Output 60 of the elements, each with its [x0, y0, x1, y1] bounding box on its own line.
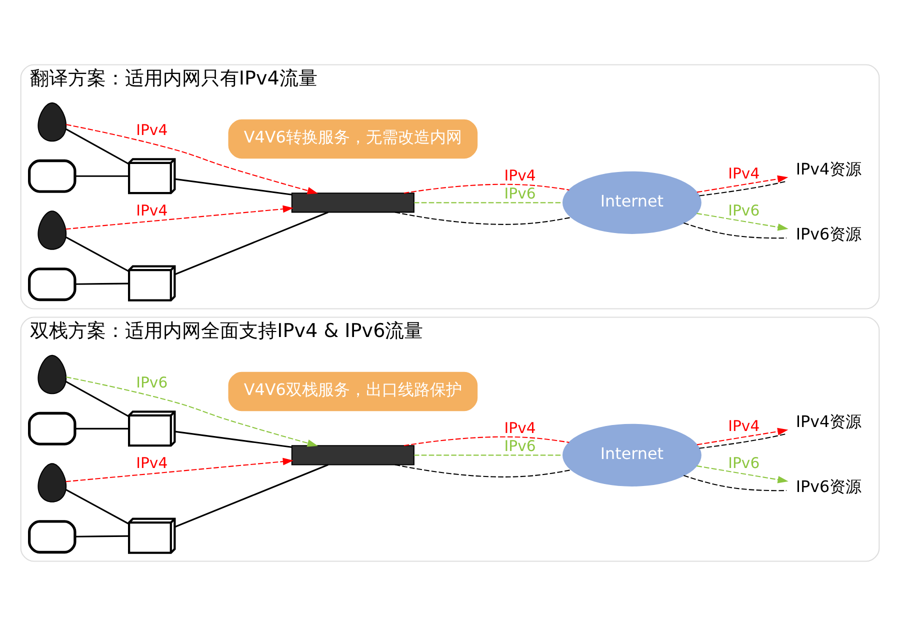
edge-label: IPv4: [728, 416, 760, 434]
edge-label: IPv4: [504, 166, 536, 184]
node-laptop: [28, 520, 76, 554]
edge-label: IPv6: [728, 201, 760, 220]
connector: [699, 432, 787, 448]
arrow: [66, 204, 294, 230]
node-ellipse: Internet: [562, 423, 702, 486]
edge-label: IPv6: [504, 436, 536, 455]
edge-label: IPv4: [504, 418, 536, 437]
arrow: [66, 376, 318, 446]
node-ellipse: Internet: [562, 170, 702, 234]
connector: [75, 534, 129, 537]
node-person: [38, 354, 67, 394]
node-text: IPv6资源: [796, 224, 862, 243]
node-text: IPv4资源: [796, 412, 862, 431]
connector: [414, 202, 563, 203]
arrow: [696, 427, 788, 445]
arrow: [696, 174, 788, 192]
node-person: [38, 102, 67, 142]
connector: [404, 183, 570, 194]
node-person: [38, 462, 67, 502]
node-box: V4V6转换服务，无需改造内网: [228, 118, 478, 158]
connector: [66, 236, 130, 272]
edge-label: IPv6: [136, 372, 168, 391]
connector: [75, 427, 129, 429]
edge-label: IPv6: [728, 454, 760, 472]
arrow: [696, 464, 788, 483]
connector: [394, 464, 572, 477]
connector: [174, 178, 292, 195]
node-box: [291, 444, 414, 465]
node-laptop: [28, 158, 76, 192]
connector: [684, 222, 786, 238]
connector: [394, 211, 572, 224]
arrow: [66, 457, 294, 482]
connector: [174, 464, 328, 528]
node-text: IPv6资源: [796, 476, 862, 496]
connector: [66, 380, 130, 417]
edge-label: IPv4: [728, 164, 760, 182]
node-box: V4V6双栈服务，出口线路保护: [228, 371, 478, 411]
connector: [699, 180, 787, 196]
edge-label: IPv4: [136, 454, 168, 472]
arrow: [696, 212, 788, 230]
connector: [404, 436, 570, 446]
connector: [174, 430, 292, 448]
connector: [414, 454, 563, 456]
edge-label: IPv4: [136, 201, 168, 220]
edge-label: IPv6: [504, 184, 536, 202]
node-box: [291, 192, 414, 212]
node-person: [38, 210, 67, 250]
connector: [684, 474, 786, 491]
node-laptop: [28, 411, 76, 445]
connector: [75, 174, 129, 176]
node-text: IPv4资源: [796, 159, 862, 178]
node-laptop: [28, 267, 76, 301]
connector: [66, 128, 130, 164]
connector: [66, 488, 130, 524]
connector: [174, 211, 328, 275]
connector: [75, 282, 129, 284]
edge-label: IPv4: [136, 120, 168, 138]
arrow: [66, 124, 318, 194]
